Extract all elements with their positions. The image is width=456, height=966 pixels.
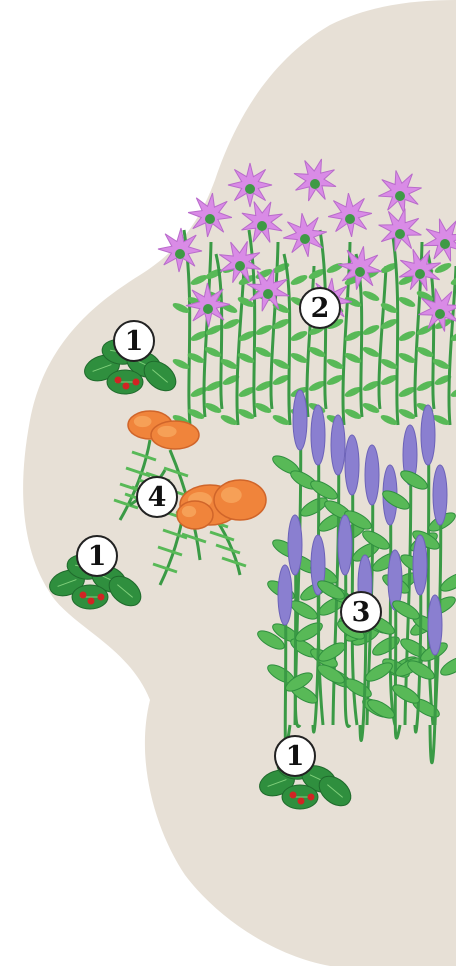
monarda-bract (235, 261, 245, 271)
marigold-petal (182, 506, 196, 517)
monarda-bract (395, 229, 405, 239)
strawberry-berry (88, 598, 95, 605)
strawberry-berry (115, 377, 122, 384)
monarda-bract (440, 239, 450, 249)
lavender-spike (428, 595, 442, 655)
monarda-bract (395, 191, 405, 201)
lavender-spike (311, 405, 325, 465)
marker-strawberry-bottom: 1 (274, 735, 316, 777)
strawberry-berry (98, 594, 105, 601)
monarda-bract (245, 184, 255, 194)
lavender-spike (345, 435, 359, 495)
marker-lavender: 3 (340, 591, 382, 633)
marker-monarda: 2 (299, 287, 341, 329)
marker-marigold: 4 (136, 476, 178, 518)
monarda-bract (175, 249, 185, 259)
marigold-petal (221, 487, 242, 503)
lavender-spike (331, 415, 345, 475)
monarda-bract (203, 304, 213, 314)
marker-strawberry-top: 1 (113, 320, 155, 362)
monarda-bract (415, 269, 425, 279)
lavender-spike (413, 535, 427, 595)
monarda-bract (257, 221, 267, 231)
strawberry-berry (290, 792, 297, 799)
lavender-spike (365, 445, 379, 505)
strawberry-berry (80, 592, 87, 599)
lavender-spike (338, 515, 352, 575)
lavender-spike (278, 565, 292, 625)
monarda-bract (300, 234, 310, 244)
lavender-spike (421, 405, 435, 465)
monarda-bract (435, 309, 445, 319)
lavender-spike (288, 515, 302, 575)
monarda-bract (205, 214, 215, 224)
marigold-petal (134, 416, 152, 427)
strawberry-berry (123, 383, 130, 390)
monarda-bract (310, 179, 320, 189)
marigold-bloom (177, 501, 213, 529)
monarda-bract (263, 289, 273, 299)
marker-strawberry-middle: 1 (76, 535, 118, 577)
lavender-spike (293, 390, 307, 450)
strawberry-berry (133, 379, 140, 386)
strawberry-berry (308, 794, 315, 801)
marigold-petal (157, 426, 176, 437)
marigold-bloom (214, 480, 266, 520)
marigold-bloom (151, 421, 199, 449)
lavender-spike (433, 465, 447, 525)
monarda-bract (355, 267, 365, 277)
strawberry-berry (298, 798, 305, 805)
monarda-bract (345, 214, 355, 224)
